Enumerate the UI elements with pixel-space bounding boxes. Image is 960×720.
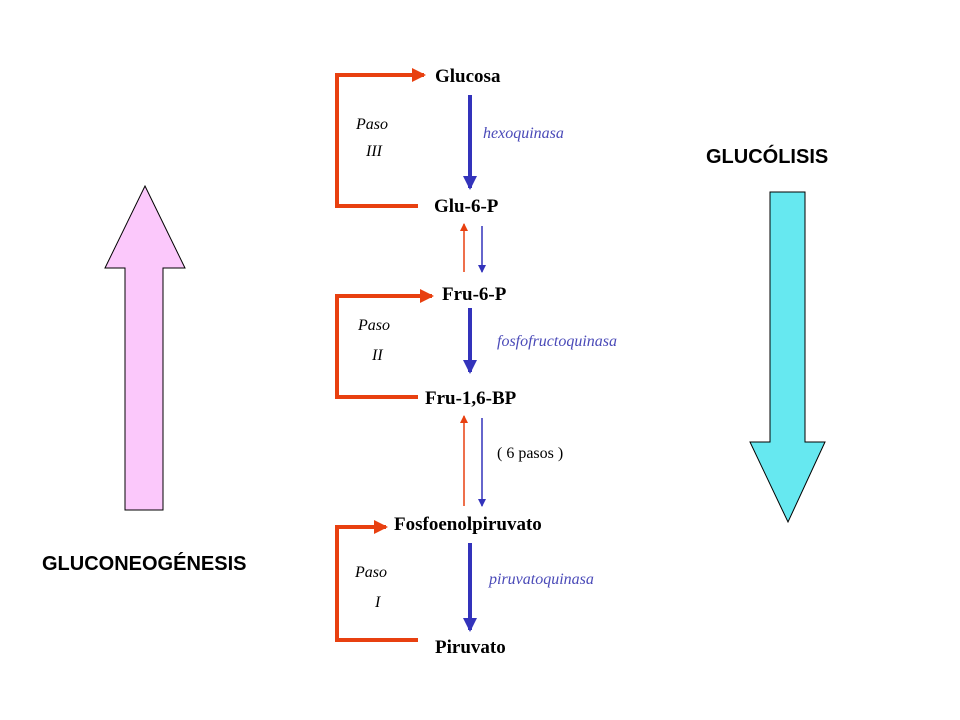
paso-i-word: Paso bbox=[354, 564, 387, 581]
steps-label: ( 6 pasos ) bbox=[497, 445, 563, 462]
metabolite-piruvato: Piruvato bbox=[435, 637, 506, 658]
metabolite-glucosa: Glucosa bbox=[435, 66, 501, 87]
gluconeogenesis-arrow bbox=[104, 184, 186, 511]
paso-ii-numeral: II bbox=[371, 347, 383, 364]
metabolite-fru-6-p: Fru-6-P bbox=[442, 284, 507, 305]
glycolysis-title: GLUCÓLISIS bbox=[706, 144, 828, 168]
bypass-arrow-paso-iii bbox=[335, 68, 426, 208]
enzyme-hexoquinasa: hexoquinasa bbox=[483, 125, 564, 142]
paso-ii-word: Paso bbox=[357, 317, 390, 334]
enzyme-piruvatoquinasa: piruvatoquinasa bbox=[488, 571, 594, 588]
paso-iii-word: Paso bbox=[355, 116, 388, 133]
glycolysis-arrow bbox=[749, 191, 826, 524]
metabolite-fosfoenolpiruvato: Fosfoenolpiruvato bbox=[394, 514, 542, 535]
paso-i-numeral: I bbox=[374, 594, 381, 611]
metabolite-glu-6-p: Glu-6-P bbox=[434, 196, 499, 217]
metabolite-fru-1-6-bp: Fru-1,6-BP bbox=[425, 388, 517, 409]
paso-iii-numeral: III bbox=[365, 143, 383, 160]
gluconeogenesis-title: GLUCONEOGÉNESIS bbox=[42, 552, 246, 575]
enzyme-fosfofructoquinasa: fosfofructoquinasa bbox=[497, 333, 617, 350]
bypass-arrow-paso-i bbox=[335, 520, 418, 642]
bypass-arrow-paso-ii bbox=[335, 289, 434, 399]
